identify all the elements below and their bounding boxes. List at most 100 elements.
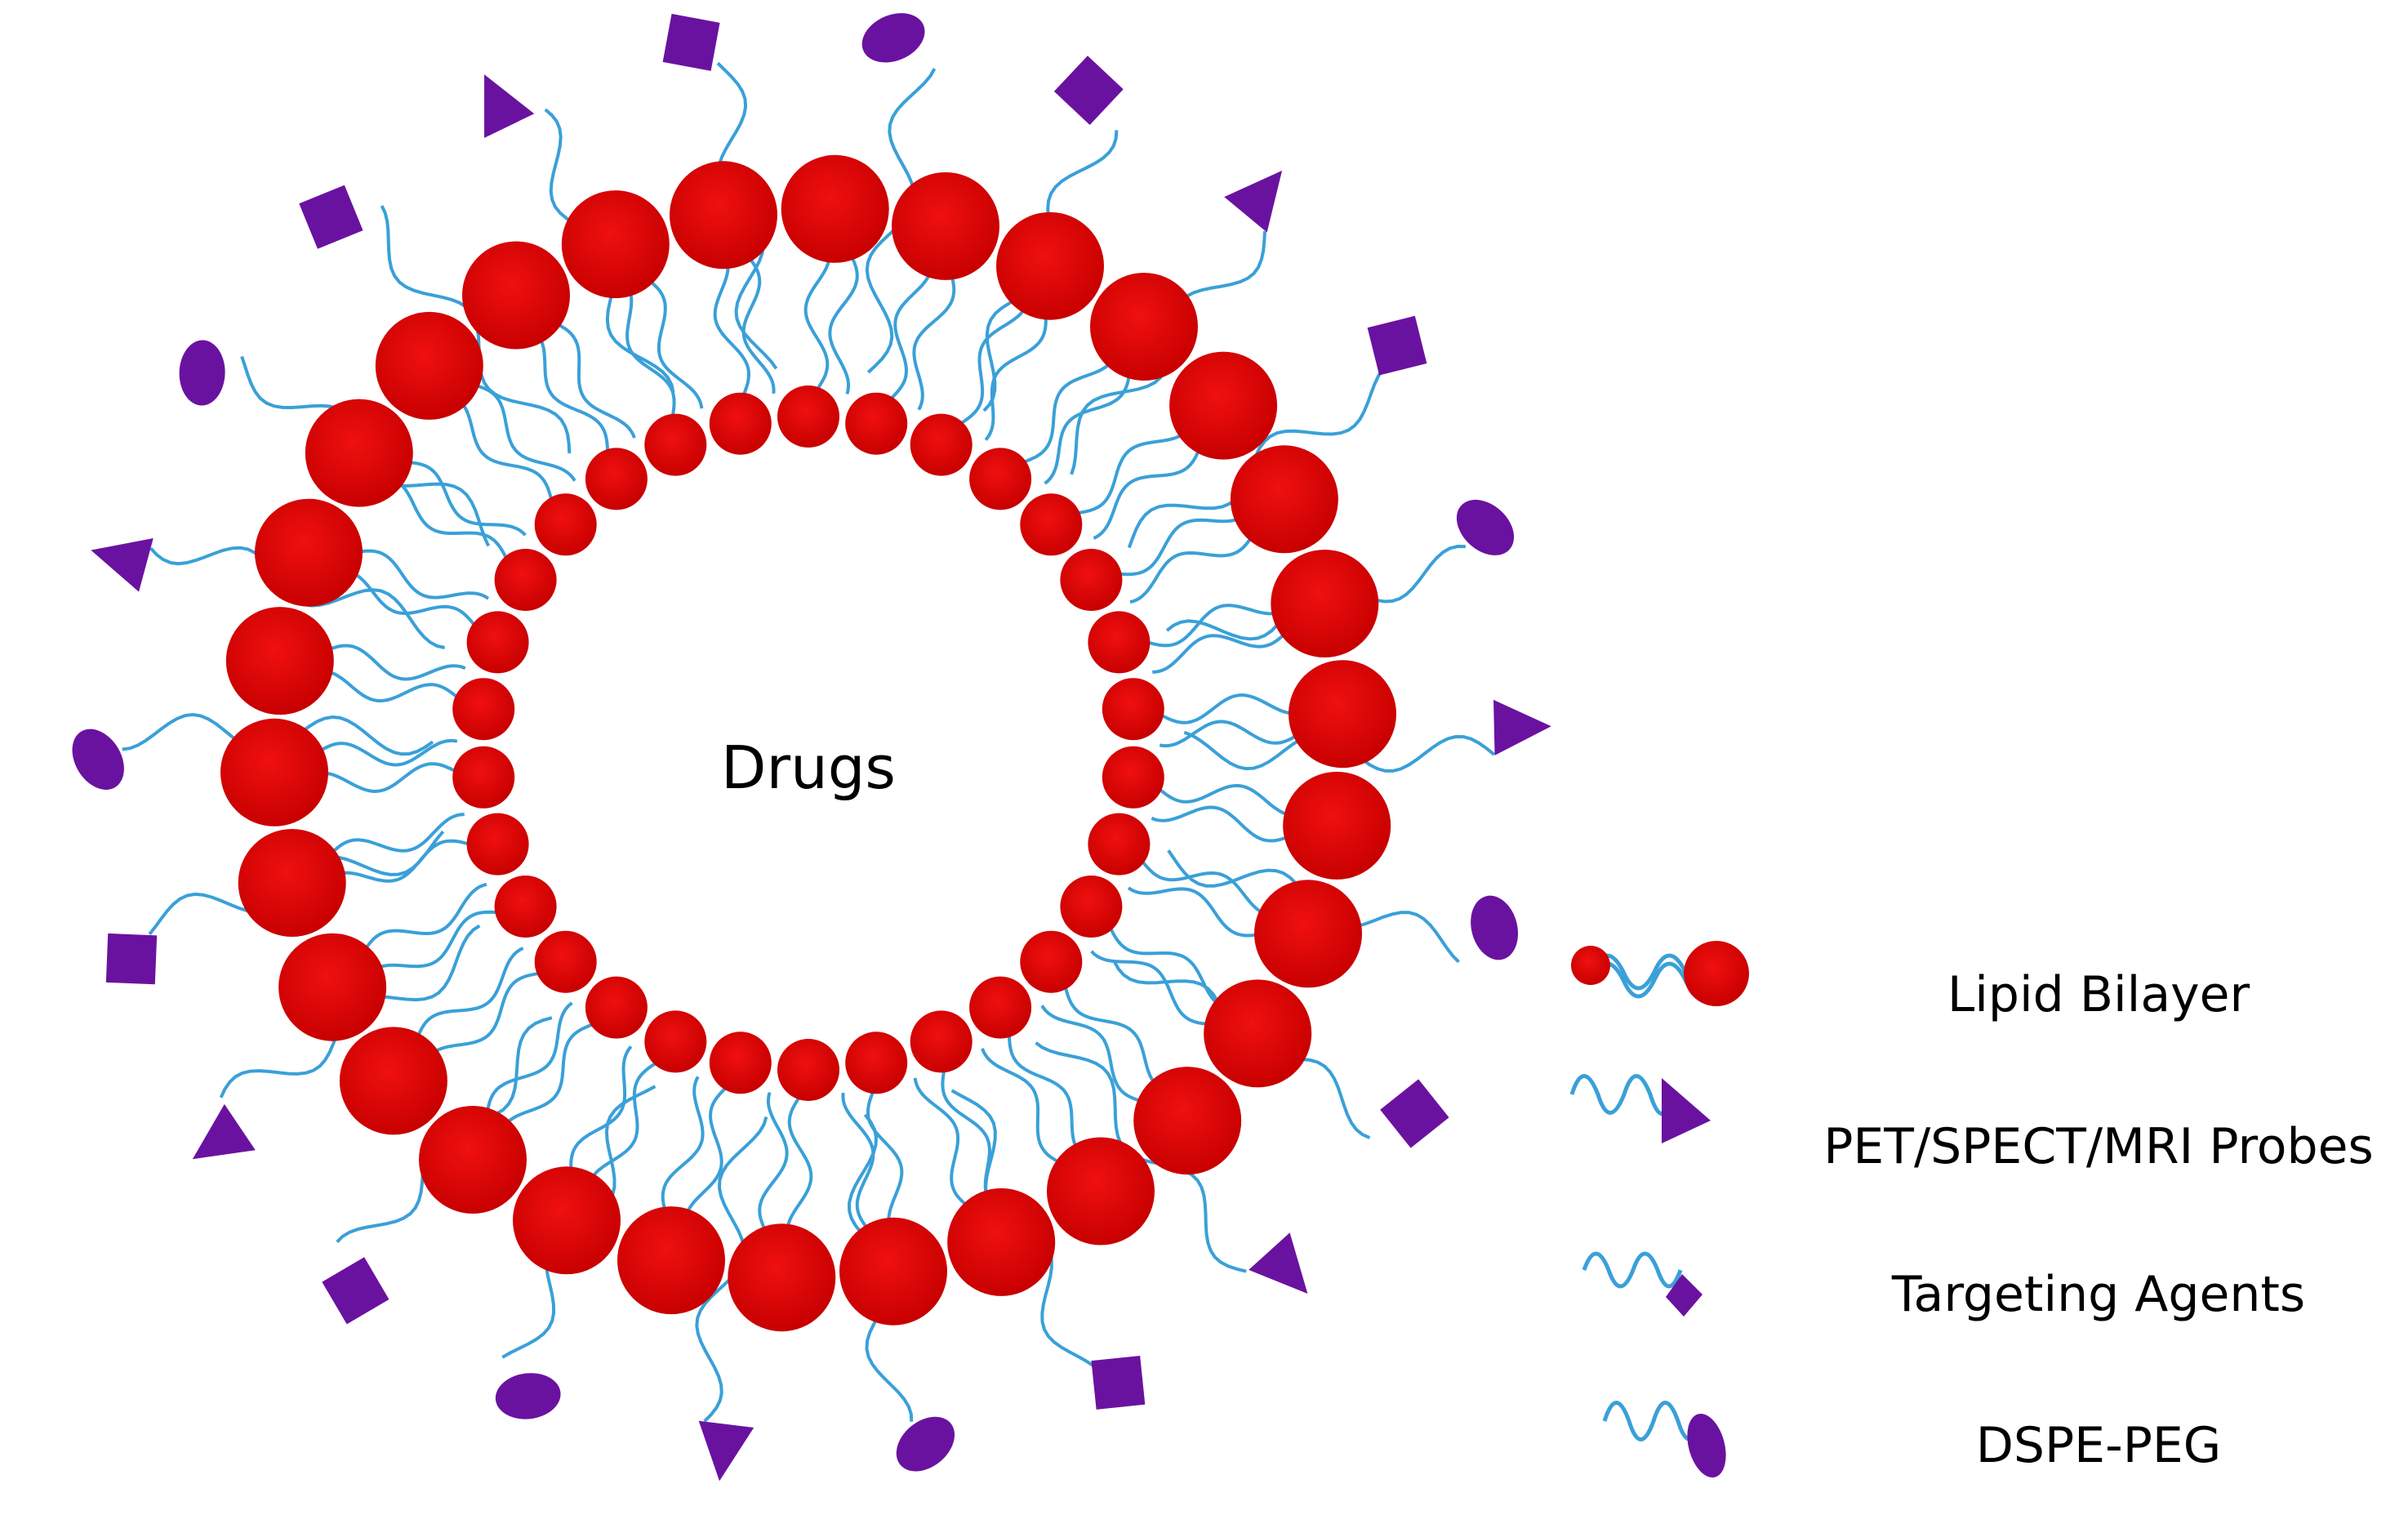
lipid-tail xyxy=(314,762,460,794)
outer-lipid-head xyxy=(561,190,670,299)
outer-lipid-head xyxy=(670,161,777,270)
lipid-tail xyxy=(912,269,956,411)
lipid-tail xyxy=(332,839,474,883)
inner-lipid-head xyxy=(845,1032,908,1094)
inner-lipid-head xyxy=(1060,549,1123,611)
legend-label-targeting: Targeting Agents xyxy=(1891,1266,2305,1323)
dspe-peg-ellipse xyxy=(495,1373,561,1419)
outer-lipid-head xyxy=(617,1206,725,1315)
inner-lipid-head xyxy=(845,392,908,455)
legend-label-probes: PET/SPECT/MRI Probes xyxy=(1823,1118,2374,1175)
targeting-agent-square xyxy=(299,185,363,249)
inner-lipid-head xyxy=(452,678,515,741)
imaging-probe-triangle xyxy=(192,1103,256,1160)
lipid-tail xyxy=(390,476,510,563)
triangle-probe-icon xyxy=(1569,1074,1711,1143)
dspe-peg-ellipse xyxy=(1456,499,1515,555)
lipid-tail xyxy=(402,460,527,537)
lipid-tails xyxy=(314,249,1303,1237)
lipid-tail xyxy=(887,264,933,403)
outer-lipid-head xyxy=(1133,1067,1242,1175)
legend: Lipid Bilayer PET/SPECT/MRI Probes Targe… xyxy=(1569,941,2374,1478)
lipid-tail xyxy=(1129,531,1257,604)
outer-lipid-head xyxy=(1254,880,1362,988)
outer-lipid-head xyxy=(462,241,570,350)
lipid-tail xyxy=(683,1084,730,1223)
lipid-tail xyxy=(758,1092,789,1237)
lipid-tail xyxy=(941,1066,992,1204)
dspe-peg-ellipse xyxy=(896,1416,955,1472)
targeting-agent-square xyxy=(1053,56,1124,126)
outer-lipid-head xyxy=(1204,979,1312,1088)
inner-lipid-head xyxy=(709,392,772,455)
outer-lipid-head xyxy=(339,1027,447,1135)
inner-lipid-head xyxy=(466,611,529,674)
outer-lipid-head xyxy=(513,1166,621,1275)
outer-lipid-head xyxy=(220,718,328,827)
inner-lipid-head xyxy=(969,448,1032,510)
inner-lipid-head xyxy=(644,413,707,476)
inner-lipid-head xyxy=(466,813,529,876)
square-target-icon xyxy=(1582,1251,1703,1317)
lipid-tail xyxy=(741,252,776,394)
lipid-tail xyxy=(1138,857,1272,917)
lipid-tail xyxy=(828,250,859,394)
outer-lipid-head xyxy=(892,172,999,280)
imaging-probe-triangle xyxy=(91,538,154,592)
legend-item-targeting: Targeting Agents xyxy=(1582,1251,2305,1323)
lipid-tail xyxy=(981,1048,1066,1167)
lipid-tail xyxy=(1007,1031,1084,1156)
lipid-tail xyxy=(1155,783,1297,818)
outer-lipid-head xyxy=(278,933,387,1041)
inner-lipid-head xyxy=(494,549,557,611)
outer-lipid-head xyxy=(419,1106,527,1214)
outer-lipid-head xyxy=(1283,771,1391,880)
outer-lipid-head xyxy=(839,1217,947,1326)
imaging-probe-triangle xyxy=(698,1420,754,1482)
inner-lipid-head xyxy=(1020,493,1083,556)
lipid-tail xyxy=(533,330,610,456)
outer-lipid-head xyxy=(728,1223,836,1332)
inner-lipid-head xyxy=(534,493,597,556)
lipid-tail xyxy=(319,669,461,703)
lipid-tail xyxy=(1062,983,1163,1091)
lipid-tail xyxy=(369,910,501,974)
outer-lipid-head xyxy=(781,154,889,263)
lipid-tail xyxy=(803,249,831,394)
lipid-tail xyxy=(500,1021,597,1132)
targeting-agent-square xyxy=(1367,315,1427,376)
lipid-tail xyxy=(1143,604,1285,648)
outer-lipid-head xyxy=(225,607,334,715)
outer-lipid-head xyxy=(305,399,413,507)
targeting-agent-square xyxy=(1380,1079,1449,1148)
lipid-tail xyxy=(1115,513,1248,577)
inner-lipid-heads xyxy=(452,385,1164,1101)
inner-lipid-head xyxy=(644,1010,707,1073)
lipid-tail xyxy=(414,947,524,1044)
outer-lipid-head xyxy=(375,311,483,420)
outer-lipid-head xyxy=(1047,1137,1155,1245)
lipid-tail xyxy=(1040,1005,1148,1104)
inner-lipid-head xyxy=(910,413,973,476)
lipid-tail xyxy=(1159,720,1303,748)
lipid-tail xyxy=(643,275,704,409)
inner-lipid-head xyxy=(1102,678,1164,741)
inner-lipid-head xyxy=(1102,746,1164,809)
lipid-tail xyxy=(1152,628,1291,674)
lipid-tail xyxy=(352,549,490,600)
legend-label-lipid-bilayer: Lipid Bilayer xyxy=(1947,966,2250,1023)
inner-lipid-head xyxy=(1088,813,1151,876)
lipid-tail xyxy=(866,1087,904,1232)
outer-lipid-head xyxy=(1090,273,1198,381)
lipid-tail xyxy=(1151,805,1295,843)
dspe-peg-ellipse xyxy=(72,729,124,790)
lipid-tail xyxy=(1093,443,1203,540)
lipid-tail xyxy=(956,300,1030,427)
targeting-agent-square xyxy=(105,933,158,985)
lipid-tail xyxy=(1020,354,1117,466)
lipid-tail xyxy=(454,395,554,504)
inner-lipid-head xyxy=(585,976,648,1039)
lipid-tail xyxy=(484,1001,573,1119)
legend-item-lipid-bilayer: Lipid Bilayer xyxy=(1571,941,2250,1023)
